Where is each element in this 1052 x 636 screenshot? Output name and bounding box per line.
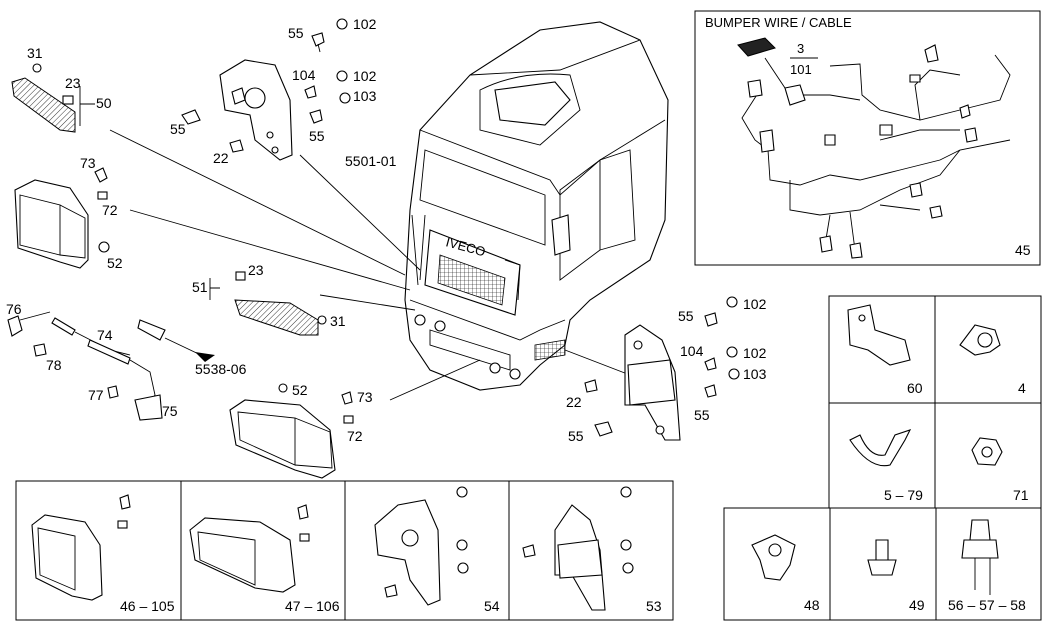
label-73a: 73 xyxy=(80,155,96,171)
label-55f: 55 xyxy=(568,428,584,444)
label-55b: 55 xyxy=(170,121,186,137)
label-5501: 5501-01 xyxy=(345,153,397,169)
small-parts-grid xyxy=(723,295,1042,621)
label-52b: 52 xyxy=(292,382,308,398)
label-75: 75 xyxy=(162,403,178,419)
label-103b: 103 xyxy=(743,366,767,382)
bumper-wire-panel xyxy=(694,10,1041,266)
label-50: 50 xyxy=(96,95,112,111)
part-5-79-cable-tie xyxy=(849,429,912,467)
label-56-57-58: 56 – 57 – 58 xyxy=(948,597,1026,613)
label-52a: 52 xyxy=(107,255,123,271)
part-49-screw xyxy=(867,539,897,576)
label-55a: 55 xyxy=(288,25,304,41)
bumper-panel-num-top: 3 xyxy=(797,41,804,56)
fastener-group-top xyxy=(181,18,351,153)
label-55e: 55 xyxy=(694,407,710,423)
label-103a: 103 xyxy=(353,88,377,104)
label-49: 49 xyxy=(909,597,925,613)
label-74: 74 xyxy=(97,327,113,343)
label-102a: 102 xyxy=(353,16,377,32)
headlamp-center xyxy=(229,383,354,479)
label-102c: 102 xyxy=(743,296,767,312)
part-48-clip xyxy=(751,534,796,581)
label-77: 77 xyxy=(88,387,104,403)
lamp-bracket-right xyxy=(584,296,740,441)
label-102d: 102 xyxy=(743,345,767,361)
label-31a: 31 xyxy=(27,45,43,61)
label-102b: 102 xyxy=(353,68,377,84)
headlamp-left xyxy=(14,167,110,269)
leader-lines xyxy=(109,129,631,401)
headlamp-bracket-top xyxy=(219,59,293,161)
bumper-panel-ref: 45 xyxy=(1015,242,1031,258)
bumper-panel-num-bottom: 101 xyxy=(790,62,812,77)
label-5538: 5538-06 xyxy=(195,361,247,377)
part-60-bracket xyxy=(847,304,911,366)
label-73b: 73 xyxy=(357,389,373,405)
part-50-grille-insert xyxy=(11,63,95,133)
label-46-105: 46 – 105 xyxy=(120,598,175,614)
label-60: 60 xyxy=(907,380,923,396)
label-48: 48 xyxy=(804,597,820,613)
label-104b: 104 xyxy=(680,343,704,359)
panel-46-105-headlamp xyxy=(31,494,131,601)
label-72a: 72 xyxy=(102,202,118,218)
label-4: 4 xyxy=(1018,380,1026,396)
label-23b: 23 xyxy=(248,262,264,278)
label-5-79: 5 – 79 xyxy=(884,487,923,503)
label-53: 53 xyxy=(646,598,662,614)
wire-harness-drawing xyxy=(737,37,1011,259)
panel-54-bracket xyxy=(374,486,469,606)
truck-cab-illustration: IVECO xyxy=(404,21,669,391)
label-104a: 104 xyxy=(292,67,316,83)
part-71-nut xyxy=(971,437,1003,466)
bottom-panels xyxy=(15,480,674,621)
part-56-57-58-connector xyxy=(961,519,999,595)
bumper-panel-title: BUMPER WIRE / CABLE xyxy=(705,15,852,30)
panel-47-106-headlamp xyxy=(189,504,310,593)
part-4-clamp xyxy=(959,324,1001,356)
label-22b: 22 xyxy=(566,394,582,410)
label-23a: 23 xyxy=(65,75,81,91)
label-78: 78 xyxy=(46,357,62,373)
label-76: 76 xyxy=(6,301,22,317)
label-54: 54 xyxy=(484,598,500,614)
washer-hose-assembly xyxy=(7,311,215,421)
label-55d: 55 xyxy=(678,308,694,324)
label-31b: 31 xyxy=(330,313,346,329)
panel-53-bracket xyxy=(522,486,634,611)
part-51-grille-insert xyxy=(209,271,327,336)
label-51: 51 xyxy=(192,279,208,295)
label-55c: 55 xyxy=(309,128,325,144)
label-22a: 22 xyxy=(213,150,229,166)
label-47-106: 47 – 106 xyxy=(285,598,340,614)
label-72b: 72 xyxy=(347,428,363,444)
label-71: 71 xyxy=(1013,487,1029,503)
